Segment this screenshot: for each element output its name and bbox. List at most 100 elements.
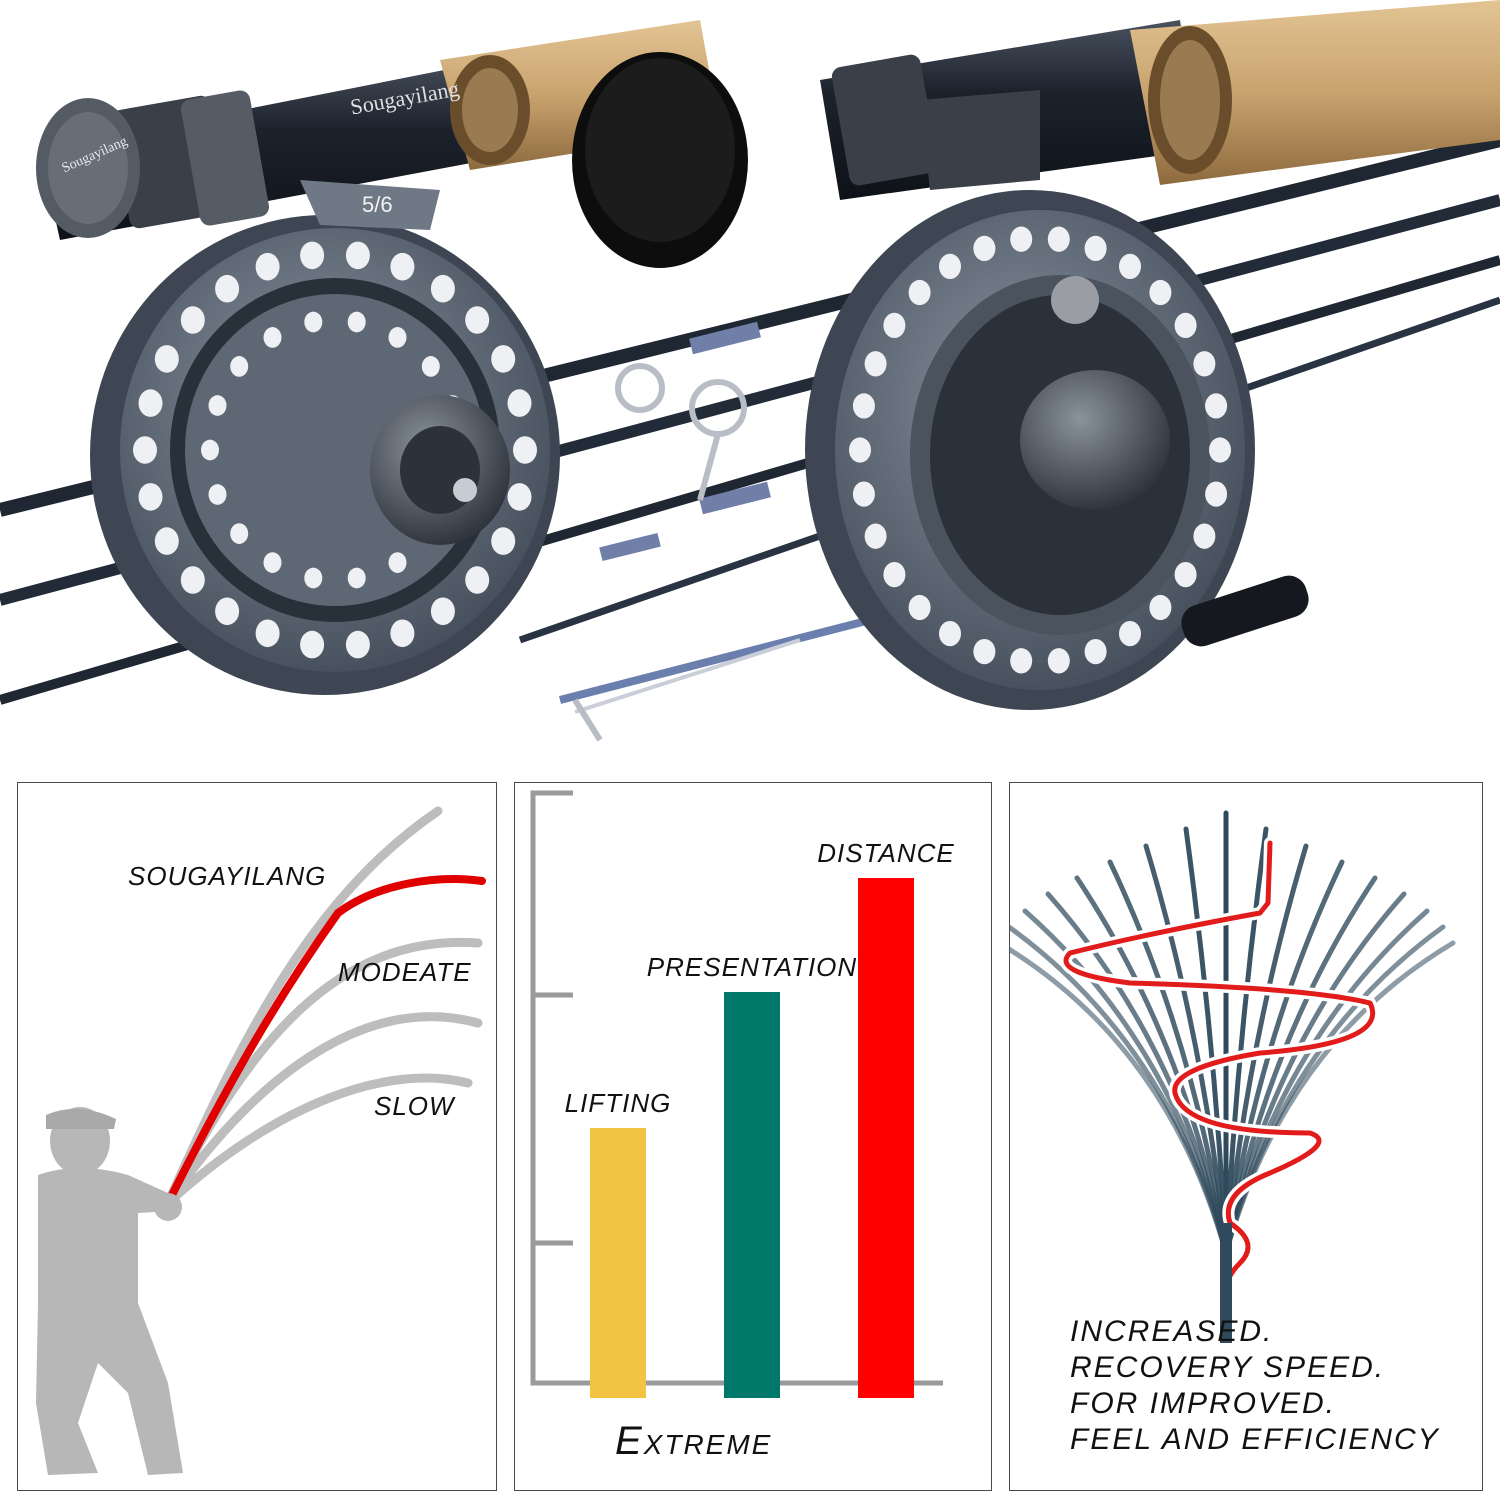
reel-port-hole bbox=[230, 523, 249, 544]
reel-port-hole bbox=[1010, 648, 1033, 674]
moderate-action-curve-2 bbox=[163, 1012, 483, 1208]
reel-port-hole bbox=[180, 566, 205, 594]
reel-port-hole bbox=[1119, 253, 1141, 280]
reel-port-hole bbox=[215, 597, 240, 626]
reel-port-hole bbox=[388, 552, 407, 573]
slow-action-curve bbox=[163, 1073, 473, 1208]
reel-port-hole bbox=[1149, 594, 1172, 621]
reel-port-hole bbox=[263, 552, 282, 573]
reel-port-hole bbox=[215, 274, 240, 303]
reel-port-hole bbox=[849, 437, 871, 463]
reel-port-hole bbox=[1084, 638, 1107, 665]
reel-port-hole bbox=[852, 481, 875, 507]
reel-port-hole bbox=[1174, 312, 1197, 339]
reel-port-hole bbox=[138, 389, 163, 417]
reel-port-hole bbox=[208, 484, 227, 505]
recovery-text-line-3: FOR IMPROVED. bbox=[1070, 1387, 1337, 1420]
sougayilang-action-curve bbox=[164, 875, 486, 1207]
reel-port-hole bbox=[430, 597, 455, 626]
reel-port-hole bbox=[345, 630, 370, 659]
action-diagram bbox=[36, 806, 486, 1475]
reel-port-hole bbox=[255, 619, 280, 648]
reel-port-hole bbox=[201, 439, 219, 461]
recovery-diagram bbox=[1010, 810, 1456, 1343]
line-guide bbox=[572, 363, 747, 742]
reel-port-hole bbox=[154, 527, 179, 555]
reel-port-hole bbox=[208, 395, 227, 416]
reel-port-hole bbox=[1209, 437, 1231, 463]
recovery-text-line-4: FEEL AND EFFICIENCY bbox=[1070, 1423, 1440, 1456]
reel-port-hole bbox=[1193, 351, 1216, 377]
reel-port-hole bbox=[255, 252, 280, 281]
reel-port-hole bbox=[908, 594, 931, 621]
reel-port-hole bbox=[465, 306, 490, 334]
reel-port-hole bbox=[263, 327, 282, 348]
reel-port-hole bbox=[507, 483, 532, 511]
reel-port-hole bbox=[390, 619, 415, 648]
rods-and-reels-illustration: Sougayilang Sougayilang 5/6 bbox=[0, 0, 1500, 742]
reel-port-hole bbox=[347, 567, 366, 589]
right-fly-reel bbox=[805, 90, 1309, 710]
reel-port-hole bbox=[1047, 648, 1070, 674]
rod-butt-stem bbox=[1220, 1223, 1232, 1343]
bar-distance bbox=[858, 878, 914, 1398]
bar-label-distance: DISTANCE bbox=[817, 838, 955, 868]
line-weight-label: 5/6 bbox=[362, 192, 393, 217]
reel-port-hole bbox=[304, 311, 323, 333]
fan-line bbox=[1107, 859, 1229, 1256]
reel-port-hole bbox=[304, 567, 323, 589]
reel-port-hole bbox=[138, 483, 163, 511]
reel-port-hole bbox=[883, 561, 906, 588]
reel-port-hole bbox=[300, 241, 325, 270]
fighting-butt bbox=[572, 52, 748, 268]
reel-port-hole bbox=[1010, 226, 1033, 252]
curve-label-sougayilang: SOUGAYILANG bbox=[128, 861, 327, 891]
reel-port-hole bbox=[154, 345, 179, 373]
reel-port-hole bbox=[883, 312, 906, 339]
reel-port-hole bbox=[507, 389, 532, 417]
rod-action-panel: SOUGAYILANG MODEATE SLOW bbox=[17, 782, 497, 1491]
reel-port-hole bbox=[939, 620, 961, 647]
reel-port-hole bbox=[973, 235, 996, 262]
bar-lifting bbox=[590, 1128, 646, 1398]
reel-port-hole bbox=[347, 311, 366, 333]
reel-port-hole bbox=[388, 327, 407, 348]
recovery-text-line-2: RECOVERY SPEED. bbox=[1070, 1351, 1386, 1384]
reel-port-hole bbox=[300, 630, 325, 659]
chart-footer-extreme: Extreme bbox=[615, 1419, 773, 1463]
recovery-spiral-red bbox=[1063, 840, 1376, 1336]
reel-port-hole bbox=[491, 527, 516, 555]
product-photo: Sougayilang Sougayilang 5/6 bbox=[0, 0, 1500, 742]
recovery-fan-lines bbox=[1010, 810, 1456, 1256]
fan-line bbox=[1223, 940, 1456, 1256]
recovery-text-line-1: INCREASED. bbox=[1070, 1315, 1274, 1348]
curve-label-modeate: MODEATE bbox=[338, 957, 472, 987]
curve-label-slow: SLOW bbox=[374, 1091, 455, 1121]
fan-line bbox=[1183, 826, 1229, 1256]
reel-port-hole bbox=[1205, 393, 1228, 419]
reel-port-hole bbox=[908, 279, 931, 306]
reel-port-hole bbox=[1084, 235, 1107, 262]
reel-port-hole bbox=[864, 351, 887, 377]
reel-port-hole bbox=[465, 566, 490, 594]
bar-label-lifting: LIFTING bbox=[564, 1088, 672, 1118]
reel-port-hole bbox=[421, 356, 440, 377]
reel-port-hole bbox=[513, 436, 537, 464]
reel-port-hole bbox=[864, 523, 887, 549]
reel-port-hole bbox=[133, 436, 157, 464]
reel-port-hole bbox=[1205, 481, 1228, 507]
reel-port-hole bbox=[939, 253, 961, 280]
reel-port-hole bbox=[1047, 226, 1070, 252]
reel-port-hole bbox=[230, 356, 249, 377]
reel-port-hole bbox=[1149, 279, 1172, 306]
fan-line bbox=[1074, 875, 1229, 1256]
bar-presentation bbox=[724, 992, 780, 1398]
reel-port-hole bbox=[1174, 561, 1197, 588]
angler-silhouette bbox=[36, 1107, 183, 1475]
left-fly-reel: 5/6 bbox=[90, 180, 560, 695]
fan-line bbox=[1143, 843, 1229, 1256]
reel-port-hole bbox=[430, 274, 455, 303]
right-rod-handle bbox=[820, 0, 1500, 200]
reel-port-hole bbox=[390, 252, 415, 281]
